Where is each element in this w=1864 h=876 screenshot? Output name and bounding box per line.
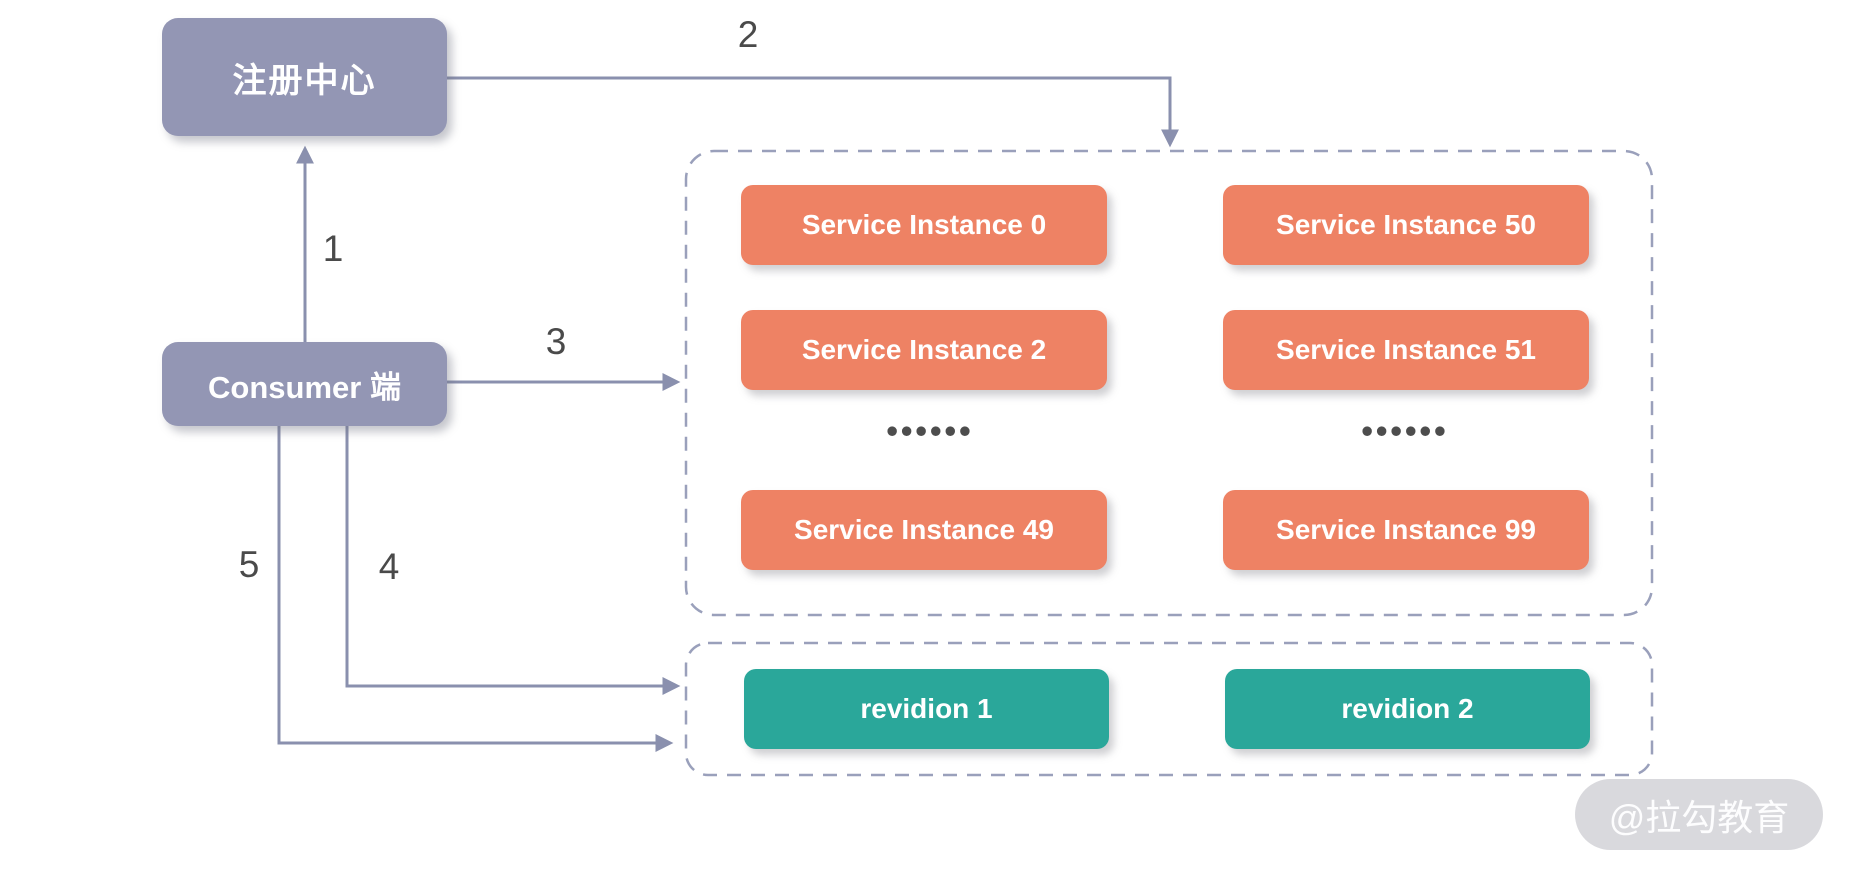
instance-group-border	[684, 149, 1654, 617]
watermark-badge: @拉勾教育	[1575, 779, 1823, 850]
service-instance-label: Service Instance 49	[794, 514, 1054, 545]
flow-step-2: 2	[737, 14, 759, 55]
flow-step-3: 3	[545, 321, 567, 362]
flow-step-4: 4	[378, 546, 400, 587]
revision-group-border	[684, 641, 1654, 777]
revision-box: revidion 1	[744, 669, 1109, 749]
ellipsis-col-a: ••••••	[886, 412, 974, 449]
service-instance-box: Service Instance 51	[1223, 310, 1589, 390]
registry-node: 注册中心	[162, 18, 447, 136]
revision-label: revidion 2	[1341, 693, 1474, 724]
arrow-5-consumer-to-revisions	[277, 426, 674, 752]
service-instance-box: Service Instance 2	[741, 310, 1107, 390]
service-instance-label: Service Instance 0	[801, 209, 1047, 240]
flow-step-5: 5	[238, 544, 260, 585]
service-instance-box: Service Instance 50	[1223, 185, 1589, 265]
service-instance-label: Service Instance 50	[1276, 209, 1536, 240]
service-instance-box: Service Instance 99	[1223, 490, 1589, 570]
arrow-4-consumer-to-revisions	[345, 426, 681, 695]
service-instance-label: Service Instance 2	[801, 334, 1047, 365]
flow-step-1: 1	[322, 228, 344, 269]
arrow-2-registry-to-instances	[447, 76, 1179, 148]
registry-node-label: 注册中心	[232, 61, 377, 100]
consumer-node-label: Consumer 端	[208, 369, 401, 405]
revision-box: revidion 2	[1225, 669, 1590, 749]
consumer-node: Consumer 端	[162, 342, 447, 426]
service-instance-box: Service Instance 0	[741, 185, 1107, 265]
revision-label: revidion 1	[860, 693, 993, 724]
ellipsis-col-b: ••••••	[1361, 412, 1449, 449]
service-instance-box: Service Instance 49	[741, 490, 1107, 570]
service-instance-label: Service Instance 99	[1276, 514, 1536, 545]
service-instance-label: Service Instance 51	[1276, 334, 1536, 365]
